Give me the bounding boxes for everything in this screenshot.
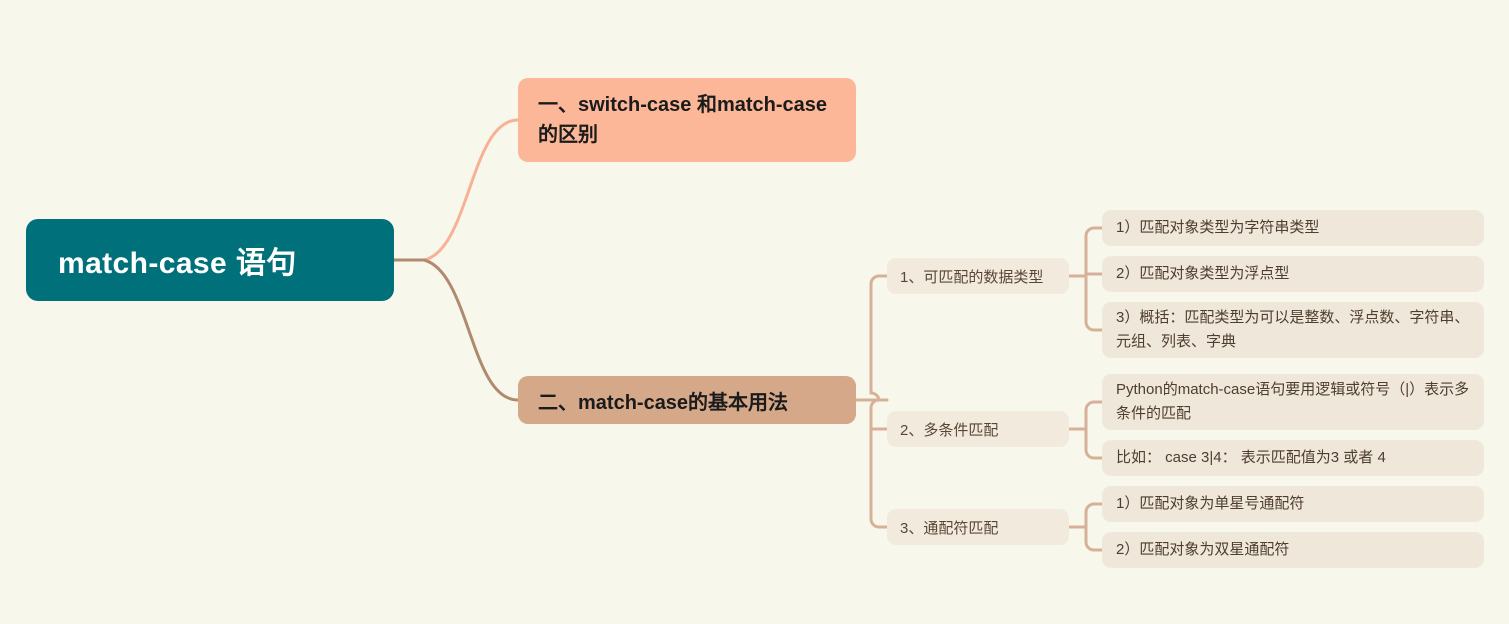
leaf-node[interactable]: 比如： case 3|4： 表示匹配值为3 或者 4 xyxy=(1102,440,1484,476)
branch-node-2-label: 二、match-case的基本用法 xyxy=(538,391,789,414)
subtopic-node-data-types[interactable]: 1、可匹配的数据类型 xyxy=(887,258,1069,294)
branch-node-1[interactable]: 一、switch-case 和match-case的区别 xyxy=(518,78,856,162)
subtopic-node-multi-condition-label: 2、多条件匹配 xyxy=(900,421,999,439)
leaf-node[interactable]: 3）概括：匹配类型为可以是整数、浮点数、字符串、元组、列表、字典 xyxy=(1102,302,1484,358)
subtopic-node-multi-condition[interactable]: 2、多条件匹配 xyxy=(887,411,1069,447)
branch-node-1-label: 一、switch-case 和match-case的区别 xyxy=(538,94,828,146)
root-node[interactable]: match-case 语句 xyxy=(26,219,394,301)
leaf-node-label: 1）匹配对象为单星号通配符 xyxy=(1116,495,1305,512)
leaf-node[interactable]: 2）匹配对象类型为浮点型 xyxy=(1102,256,1484,292)
subtopic-node-wildcard[interactable]: 3、通配符匹配 xyxy=(887,509,1069,545)
subtopic-node-wildcard-label: 3、通配符匹配 xyxy=(900,519,999,537)
root-node-label: match-case 语句 xyxy=(58,247,297,280)
branch-node-2[interactable]: 二、match-case的基本用法 xyxy=(518,376,856,424)
leaf-node[interactable]: 2）匹配对象为双星通配符 xyxy=(1102,532,1484,568)
subtopic-node-data-types-label: 1、可匹配的数据类型 xyxy=(900,268,1044,286)
leaf-node-label: Python的match-case语句要用逻辑或符号（|）表示多条件的匹配 xyxy=(1116,381,1470,422)
leaf-node-label: 3）概括：匹配类型为可以是整数、浮点数、字符串、元组、列表、字典 xyxy=(1116,309,1470,350)
leaf-node-label: 比如： case 3|4： 表示匹配值为3 或者 4 xyxy=(1116,449,1386,466)
leaf-node[interactable]: 1）匹配对象为单星号通配符 xyxy=(1102,486,1484,522)
leaf-node[interactable]: 1）匹配对象类型为字符串类型 xyxy=(1102,210,1484,246)
leaf-node-label: 2）匹配对象类型为浮点型 xyxy=(1116,265,1290,282)
leaf-node-label: 1）匹配对象类型为字符串类型 xyxy=(1116,219,1320,236)
leaf-node[interactable]: Python的match-case语句要用逻辑或符号（|）表示多条件的匹配 xyxy=(1102,374,1484,430)
leaf-node-label: 2）匹配对象为双星通配符 xyxy=(1116,541,1290,558)
